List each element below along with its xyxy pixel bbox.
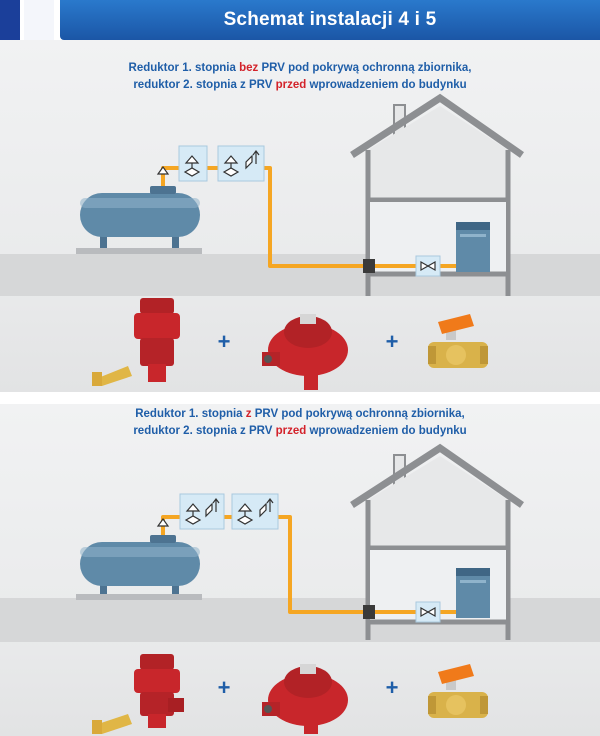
plus-sign: + bbox=[385, 675, 399, 700]
highlight-word: przed bbox=[275, 79, 307, 91]
plus-sign: + bbox=[217, 675, 231, 700]
boiler-icon bbox=[456, 222, 490, 272]
section-1-installation-diagram bbox=[0, 93, 600, 390]
plus-sign: + bbox=[217, 329, 231, 354]
ball-valve-icon bbox=[415, 255, 441, 277]
caption-line-2: reduktor 2. stopnia z PRV przed wprowadz… bbox=[133, 425, 467, 437]
product-second-stage-regulator bbox=[262, 314, 348, 390]
first-stage-regulator-icon bbox=[178, 145, 208, 182]
header-accent-light bbox=[24, 0, 54, 40]
second-stage-regulator-icon bbox=[217, 145, 265, 182]
caption-line-1: Reduktor 1. stopnia bez PRV pod pokrywą … bbox=[128, 62, 472, 74]
highlight-word: bez bbox=[239, 62, 259, 74]
lpg-tank-icon bbox=[76, 186, 202, 254]
product-first-stage-regulator bbox=[92, 654, 184, 734]
lpg-tank-icon bbox=[76, 535, 202, 600]
first-stage-regulator-icon bbox=[179, 493, 225, 530]
caption-line-2: reduktor 2. stopnia z PRV przed wprowadz… bbox=[133, 79, 467, 91]
page-title: Schemat instalacji 4 i 5 bbox=[223, 9, 437, 30]
ball-valve-icon bbox=[415, 601, 441, 623]
header-banner bbox=[60, 0, 600, 40]
section-2-caption: Reduktor 1. stopnia z PRV pod pokrywą oc… bbox=[0, 406, 600, 440]
highlight-word: z bbox=[245, 408, 252, 420]
tank-valve-icon bbox=[156, 165, 170, 175]
second-stage-regulator-icon bbox=[231, 493, 279, 530]
wall-sleeve bbox=[363, 605, 375, 619]
highlight-word: przed bbox=[275, 425, 307, 437]
wall-sleeve bbox=[363, 259, 375, 273]
boiler-icon bbox=[456, 568, 490, 618]
product-second-stage-regulator bbox=[262, 664, 348, 734]
plus-sign: + bbox=[385, 329, 399, 354]
header-accent-blue bbox=[0, 0, 20, 40]
section-1-caption: Reduktor 1. stopnia bez PRV pod pokrywą … bbox=[0, 60, 600, 94]
caption-line-1: Reduktor 1. stopnia z PRV pod pokrywą oc… bbox=[135, 408, 465, 420]
tank-valve-icon bbox=[156, 517, 170, 527]
product-first-stage-regulator bbox=[92, 298, 180, 386]
product-ball-valve bbox=[428, 664, 488, 718]
product-ball-valve bbox=[428, 314, 488, 368]
section-divider bbox=[0, 392, 600, 404]
